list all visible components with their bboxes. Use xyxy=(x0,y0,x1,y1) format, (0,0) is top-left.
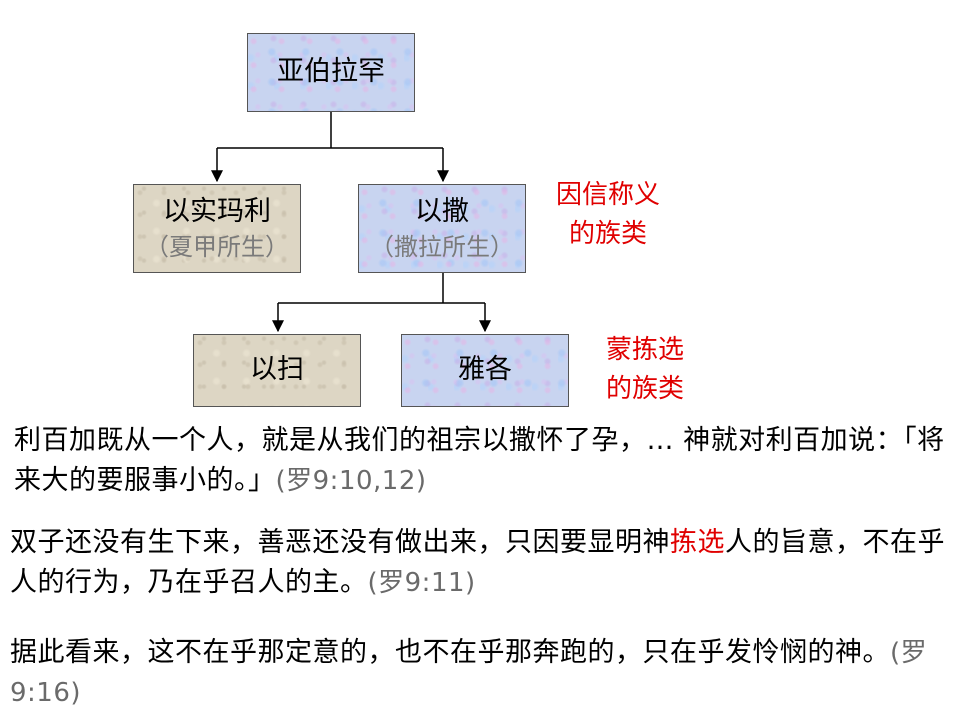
family-tree-diagram: 亚伯拉罕 以实玛利 （夏甲所生） 以撒 （撒拉所生） 因信称义 的族类 以扫 雅… xyxy=(133,33,705,409)
note-chosen-line2: 的族类 xyxy=(605,374,684,404)
node-abraham: 亚伯拉罕 xyxy=(247,33,415,112)
paragraph-rebekah-ref: (罗9:10,12) xyxy=(275,466,427,496)
node-ishmael: 以实玛利 （夏甲所生） xyxy=(133,184,301,273)
paragraph-mercy: 据此看来，这不在乎那定意的，也不在乎那奔跑的，只在乎发怜悯的神。(罗9:16) xyxy=(10,633,946,713)
node-ishmael-sub: （夏甲所生） xyxy=(145,232,289,261)
paragraph-election-text-before: 双子还没有生下来，善恶还没有做出来，只因要显明神 xyxy=(10,527,670,558)
node-isaac-label: 以撒 xyxy=(415,196,469,228)
note-justified-by-faith: 因信称义 的族类 xyxy=(540,176,676,254)
paragraph-rebekah: 利百加既从一个人，就是从我们的祖宗以撒怀了孕，… 神就对利百加说：「将来大的要服… xyxy=(14,421,946,501)
paragraph-election-highlight: 拣选 xyxy=(670,527,725,558)
connector-lines xyxy=(211,112,491,333)
paragraph-rebekah-text: 利百加既从一个人，就是从我们的祖宗以撒怀了孕，… 神就对利百加说：「将来大的要服… xyxy=(14,425,945,496)
paragraph-election-ref: (罗9:11) xyxy=(367,568,476,598)
paragraph-mercy-text: 据此看来，这不在乎那定意的，也不在乎那奔跑的，只在乎发怜悯的神。 xyxy=(10,637,890,668)
note-chosen-line1: 蒙拣选 xyxy=(605,335,684,365)
node-esau: 以扫 xyxy=(193,334,361,407)
note-justified-line1: 因信称义 xyxy=(555,180,660,210)
paragraph-mercy-ref: (罗9:16) xyxy=(10,638,928,708)
node-isaac: 以撒 （撒拉所生） xyxy=(358,184,526,273)
node-jacob-label: 雅各 xyxy=(458,354,512,386)
note-justified-line2: 的族类 xyxy=(568,219,647,249)
node-ishmael-label: 以实玛利 xyxy=(163,196,271,228)
paragraph-election-text-after: 人的旨意，不在乎人的行为，乃在乎召人的主。 xyxy=(10,527,945,598)
node-jacob: 雅各 xyxy=(401,334,569,407)
node-esau-label: 以扫 xyxy=(250,354,304,386)
node-abraham-label: 亚伯拉罕 xyxy=(277,56,385,88)
note-chosen: 蒙拣选 的族类 xyxy=(585,331,705,409)
paragraph-election: 双子还没有生下来，善恶还没有做出来，只因要显明神拣选人的旨意，不在乎人的行为，乃… xyxy=(10,523,946,603)
node-isaac-sub: （撒拉所生） xyxy=(370,232,514,261)
